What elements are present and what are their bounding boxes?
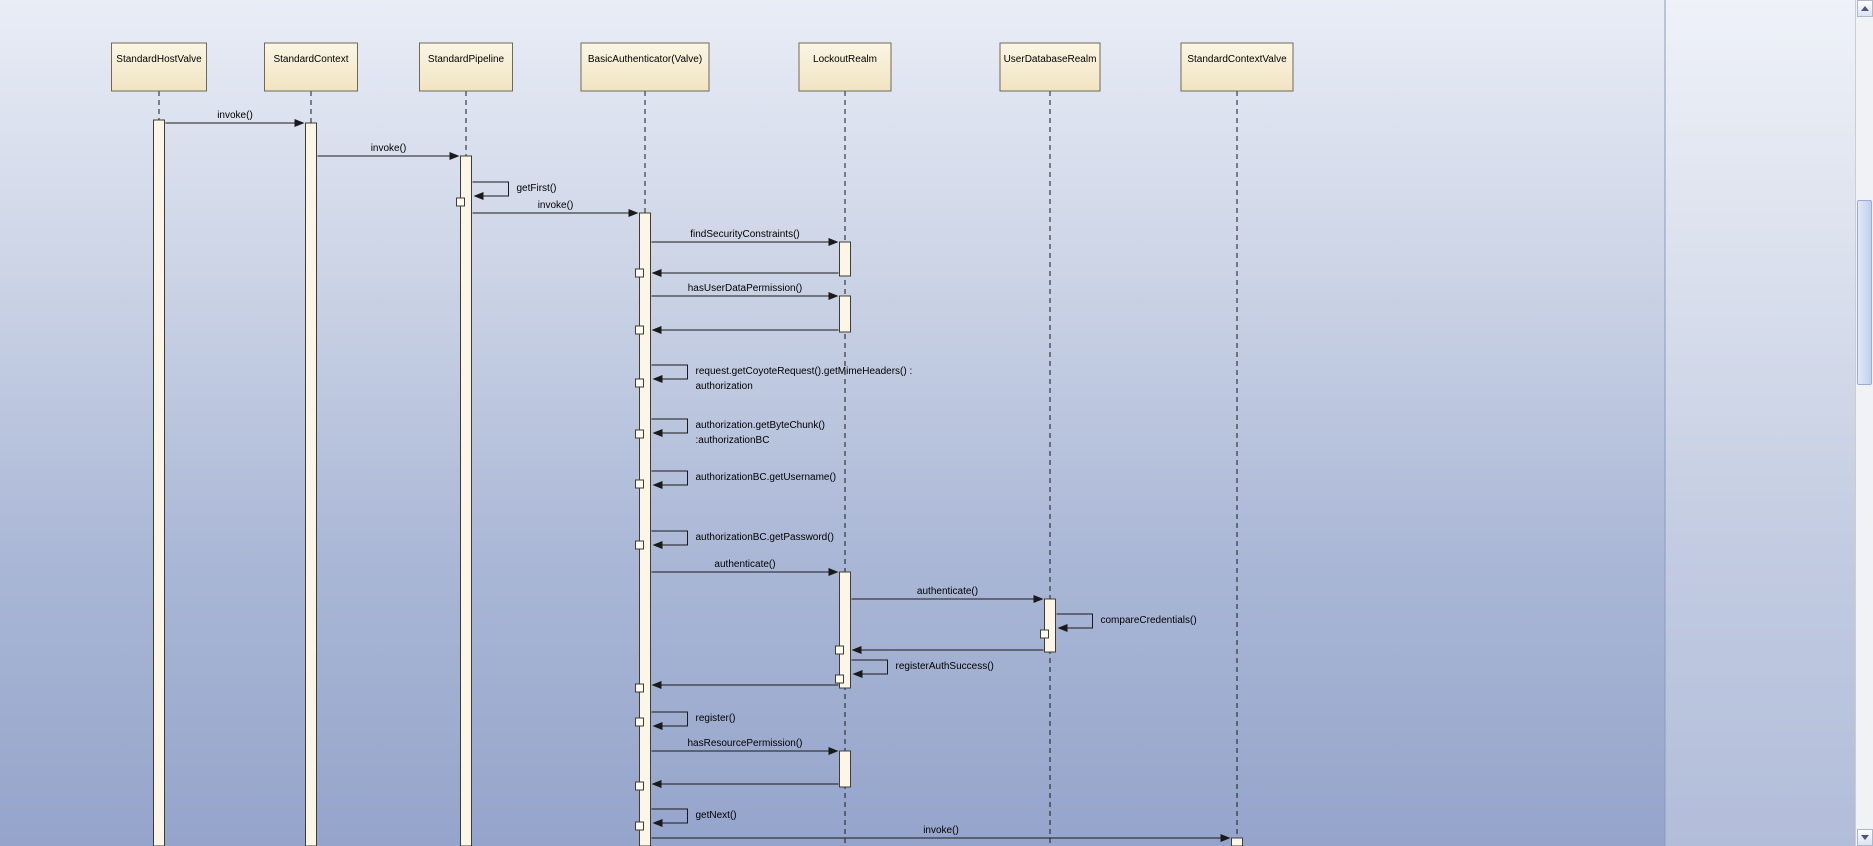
participant-box[interactable]	[419, 42, 513, 92]
message-label: register()	[696, 713, 736, 724]
arrowhead-icon	[473, 192, 484, 200]
message-label: invoke()	[923, 825, 959, 836]
arrowhead-icon	[828, 238, 839, 246]
message-label: registerAuthSuccess()	[896, 661, 994, 672]
message-label: invoke()	[538, 200, 574, 211]
self-message-arrow	[651, 364, 688, 380]
arrowhead-icon	[828, 568, 839, 576]
message-label: authenticate()	[714, 559, 775, 570]
arrowhead-icon	[828, 292, 839, 300]
message-label: authenticate()	[917, 586, 978, 597]
activation-bar	[305, 122, 317, 846]
message-label: authorizationBC.getUsername()	[696, 472, 837, 483]
scroll-down-button[interactable]	[1857, 829, 1873, 846]
arrowhead-icon	[851, 646, 862, 654]
arrowhead-icon	[294, 119, 305, 127]
arrowhead-icon	[652, 481, 663, 489]
message-label: invoke()	[371, 143, 407, 154]
return-marker	[635, 717, 644, 727]
activation-bar	[839, 241, 851, 277]
message-label: authorizationBC.getPassword()	[696, 532, 834, 543]
arrow-down-icon	[1861, 835, 1869, 840]
return-marker	[635, 378, 644, 388]
return-marker	[635, 540, 644, 550]
activation-bar	[839, 295, 851, 333]
vertical-scrollbar[interactable]	[1855, 0, 1873, 846]
arrowhead-icon	[652, 429, 663, 437]
participant-label: StandardPipeline	[428, 54, 505, 65]
self-message-arrow	[651, 418, 688, 434]
return-marker	[835, 645, 844, 655]
arrowhead-icon	[651, 780, 662, 788]
self-message-arrow	[472, 181, 509, 197]
arrowhead-icon	[651, 326, 662, 334]
arrowhead-icon	[652, 375, 663, 383]
participant-box[interactable]	[580, 42, 710, 92]
page-margin-region	[1665, 0, 1855, 846]
scrollbar-thumb[interactable]	[1857, 200, 1872, 385]
arrowhead-icon	[652, 541, 663, 549]
return-marker	[456, 197, 465, 207]
participant-label: LockoutRealm	[813, 54, 877, 65]
arrowhead-icon	[852, 670, 863, 678]
message-label: :authorizationBC	[696, 435, 770, 446]
self-message-arrow	[1056, 613, 1093, 629]
return-marker	[635, 268, 644, 278]
activation-bar	[153, 119, 165, 846]
message-label: hasResourcePermission()	[687, 738, 802, 749]
arrowhead-icon	[652, 722, 663, 730]
participant-box[interactable]	[1180, 42, 1294, 92]
message-label: authorization	[696, 381, 753, 392]
arrow-up-icon	[1861, 6, 1869, 11]
activation-bar	[1231, 837, 1243, 846]
return-marker	[635, 325, 644, 335]
participant-box[interactable]	[264, 42, 358, 92]
message-label: authorization.getByteChunk()	[696, 420, 826, 431]
activation-bar	[460, 155, 472, 846]
participant-box[interactable]	[999, 42, 1101, 92]
message-label: getFirst()	[517, 183, 557, 194]
return-marker	[1040, 629, 1049, 639]
self-message-arrow	[851, 659, 888, 675]
activation-bar	[839, 571, 851, 689]
participant-label: BasicAuthenticator(Valve)	[588, 54, 702, 65]
participant-label: StandardContextValve	[1187, 54, 1287, 65]
return-marker	[635, 429, 644, 439]
arrowhead-icon	[449, 152, 460, 160]
message-label: findSecurityConstraints()	[690, 229, 799, 240]
arrowhead-icon	[651, 681, 662, 689]
return-marker	[835, 674, 844, 684]
arrowhead-icon	[651, 269, 662, 277]
self-message-arrow	[651, 530, 688, 546]
self-message-arrow	[651, 470, 688, 486]
arrowhead-icon	[628, 209, 639, 217]
message-label: hasUserDataPermission()	[688, 283, 802, 294]
participant-label: UserDatabaseRealm	[1004, 54, 1097, 65]
message-label: getNext()	[696, 810, 737, 821]
activation-bar	[639, 212, 651, 846]
return-marker	[635, 821, 644, 831]
arrowhead-icon	[828, 747, 839, 755]
participant-box[interactable]	[798, 42, 892, 92]
arrowhead-icon	[1057, 624, 1068, 632]
message-label: invoke()	[217, 110, 253, 121]
participant-label: StandardHostValve	[116, 54, 202, 65]
arrowhead-icon	[1220, 834, 1231, 842]
scroll-up-button[interactable]	[1857, 0, 1873, 17]
return-marker	[635, 683, 644, 693]
participant-label: StandardContext	[273, 54, 348, 65]
arrowhead-icon	[1033, 595, 1044, 603]
self-message-arrow	[651, 711, 688, 727]
activation-bar	[1044, 598, 1056, 653]
return-marker	[635, 479, 644, 489]
message-label: compareCredentials()	[1101, 615, 1197, 626]
message-label: request.getCoyoteRequest().getMimeHeader…	[696, 366, 913, 377]
participant-box[interactable]	[111, 42, 207, 92]
return-marker	[635, 781, 644, 791]
arrowhead-icon	[652, 819, 663, 827]
self-message-arrow	[651, 808, 688, 824]
activation-bar	[839, 750, 851, 788]
